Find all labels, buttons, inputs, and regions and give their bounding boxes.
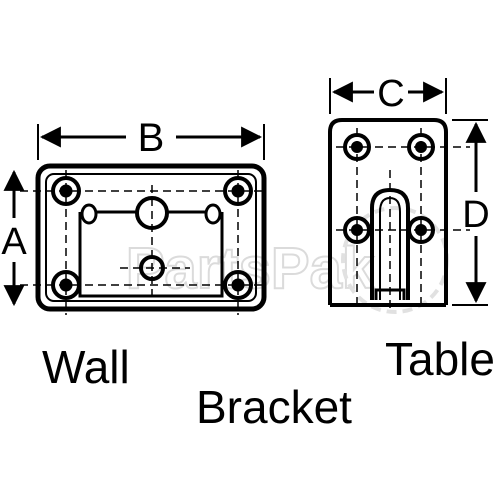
wall-plate-inner-outline [45, 173, 257, 302]
dimension-b-label: B [138, 116, 165, 160]
table-centerlines [336, 128, 470, 310]
wall-plate-outline [35, 163, 267, 312]
wall-slot-right [204, 203, 222, 225]
dimension-c-label: C [377, 73, 404, 115]
wall-plate [20, 163, 267, 315]
wall-slot-left [80, 203, 98, 225]
dimension-d-label: D [462, 194, 489, 236]
dimension-a-label: A [1, 221, 27, 263]
table-plate [328, 118, 470, 310]
caption-bracket: Bracket [196, 381, 352, 433]
caption-wall: Wall [42, 341, 130, 393]
wall-inner-frame [78, 212, 224, 298]
caption-table: Table [385, 333, 495, 385]
dimension-b [37, 124, 265, 160]
wall-centerlines [20, 170, 262, 315]
table-slot [370, 187, 410, 300]
table-plate-outline [328, 118, 448, 305]
dimension-c [329, 78, 447, 114]
dimension-d [452, 119, 488, 306]
